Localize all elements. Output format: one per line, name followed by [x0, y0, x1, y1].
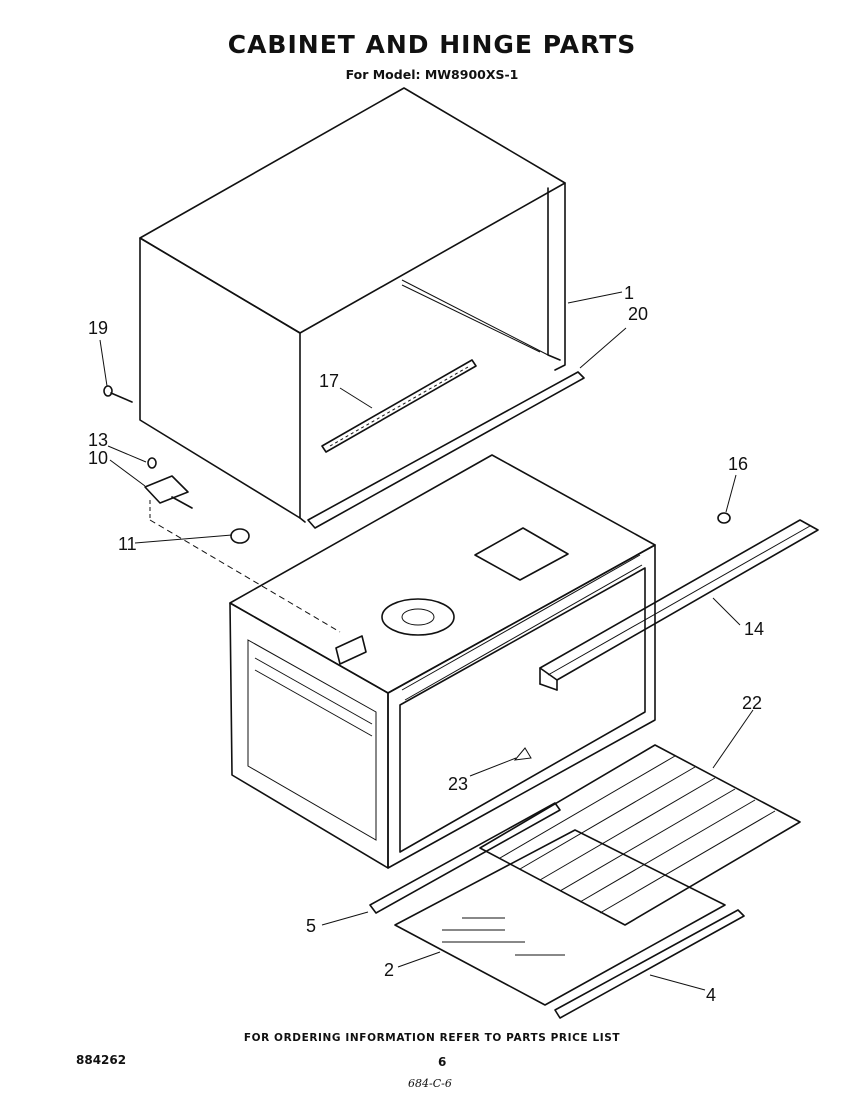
page-number: 6 [438, 1055, 447, 1069]
callout-13: 13 [88, 430, 108, 450]
vent-strip-part-17 [321, 359, 477, 453]
glass-panel-part-2 [394, 829, 726, 1006]
callout-10: 10 [88, 448, 108, 468]
callout-14: 14 [744, 619, 764, 639]
screw-part-13 [147, 457, 157, 469]
callout-22: 22 [742, 693, 762, 713]
hinge-bar-part-14 [539, 519, 819, 691]
oven-chassis [229, 454, 656, 869]
handwritten-note: 684-C-6 [408, 1077, 452, 1090]
callout-19: 19 [88, 318, 108, 338]
rail-part-4 [554, 909, 745, 1019]
trim-strip-part-20 [307, 371, 585, 529]
callout-4: 4 [706, 985, 716, 1005]
callout-20: 20 [628, 304, 648, 324]
cabinet-wrapper-part-1 [139, 87, 566, 523]
nut-part-16 [717, 512, 731, 524]
callout-11: 11 [118, 534, 137, 554]
callouts: 1 20 19 17 13 10 11 16 14 22 23 5 2 4 [88, 283, 764, 1005]
hinge-assembly [144, 457, 341, 633]
callout-5: 5 [306, 916, 316, 936]
screw-part-19 [103, 385, 133, 403]
lamp-part-11 [230, 528, 250, 544]
hinge-plate-part-10 [144, 475, 189, 504]
callout-16: 16 [728, 454, 748, 474]
model-subtitle: For Model: MW8900XS-1 [345, 67, 519, 82]
tray-part-22 [479, 744, 801, 926]
callout-2: 2 [384, 960, 394, 980]
document-number: 884262 [76, 1053, 127, 1067]
leader-lines [99, 291, 754, 991]
callout-17: 17 [319, 371, 339, 391]
callout-1: 1 [624, 283, 634, 303]
rail-part-5 [369, 802, 561, 914]
page-title: CABINET AND HINGE PARTS [227, 30, 637, 59]
ordering-info-note: FOR ORDERING INFORMATION REFER TO PARTS … [243, 1032, 621, 1044]
callout-23: 23 [448, 774, 468, 794]
